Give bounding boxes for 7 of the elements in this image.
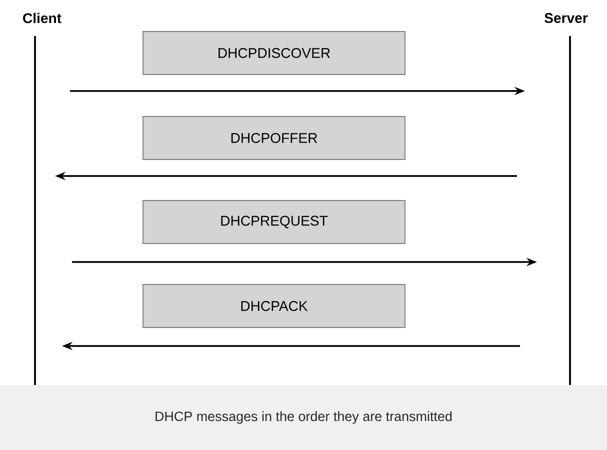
message-box: DHCPDISCOVER — [142, 31, 406, 75]
message-box: DHCPACK — [142, 284, 406, 328]
lifeline-label: Server — [544, 13, 588, 23]
message-box: DHCPREQUEST — [142, 200, 406, 244]
lifeline-label: Client — [23, 12, 62, 24]
caption-band: DHCP messages in the order they are transmitted — [0, 385, 607, 450]
message-box: DHCPOFFER — [142, 116, 406, 160]
